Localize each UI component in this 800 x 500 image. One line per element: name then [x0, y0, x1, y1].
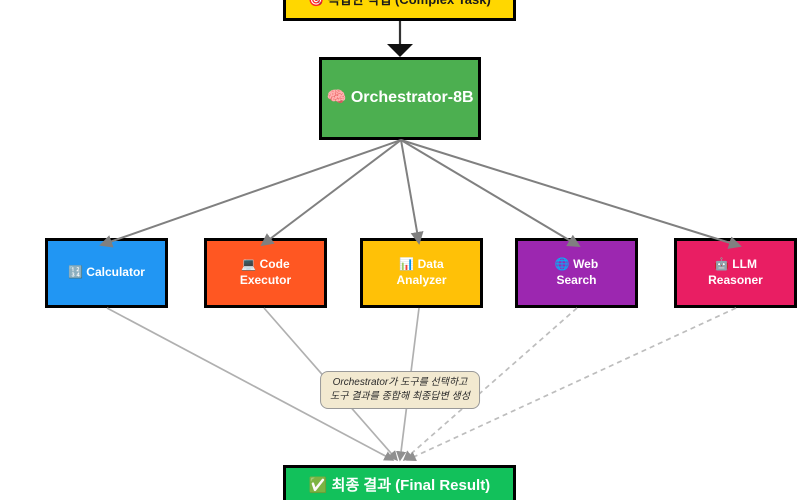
- node-complex-task: 🎯 복잡한 작업 (Complex Task): [283, 0, 516, 21]
- node-llm-reasoner-label: 🤖 LLM Reasoner: [708, 257, 763, 287]
- edge-orchestrator-to-llm-reasoner: [400, 139, 742, 249]
- orchestrator-note-line1: Orchestrator가 도구를 선택하고: [332, 377, 468, 388]
- node-data-analyzer-label: 📊 Data Analyzer: [396, 257, 447, 287]
- node-calculator: 🔢 Calculator: [45, 238, 168, 308]
- node-orchestrator-label: 🧠 Orchestrator-8B: [326, 89, 474, 107]
- node-calculator-label: 🔢 Calculator: [68, 265, 145, 280]
- orchestrator-note-line2: 도구 결과를 종합해 최종답변 생성: [330, 391, 470, 402]
- edge-task-to-orchestrator-arrowhead: [387, 44, 413, 57]
- edge-orchestrator-to-data-analyzer: [400, 139, 424, 245]
- node-llm-reasoner: 🤖 LLM Reasoner: [674, 238, 797, 308]
- node-code-executor-label: 💻 Code Executor: [239, 257, 292, 287]
- orchestrator-note: Orchestrator가 도구를 선택하고 도구 결과를 종합해 최종답변 생…: [320, 371, 480, 409]
- node-data-analyzer: 📊 Data Analyzer: [360, 238, 483, 308]
- node-code-executor: 💻 Code Executor: [204, 238, 327, 308]
- node-final-result: ✅ 최종 결과 (Final Result): [283, 465, 516, 500]
- edge-orchestrator-to-calculator: [99, 139, 402, 248]
- edge-orchestrator-to-code-executor: [260, 139, 402, 247]
- edge-orchestrator-to-web-search: [400, 139, 581, 247]
- node-web-search: 🌐 Web Search: [515, 238, 638, 308]
- node-orchestrator: 🧠 Orchestrator-8B: [319, 57, 481, 140]
- node-final-result-label: ✅ 최종 결과 (Final Result): [308, 477, 491, 494]
- node-web-search-label: 🌐 Web Search: [554, 257, 599, 287]
- node-complex-task-label: 🎯 복잡한 작업 (Complex Task): [308, 0, 491, 9]
